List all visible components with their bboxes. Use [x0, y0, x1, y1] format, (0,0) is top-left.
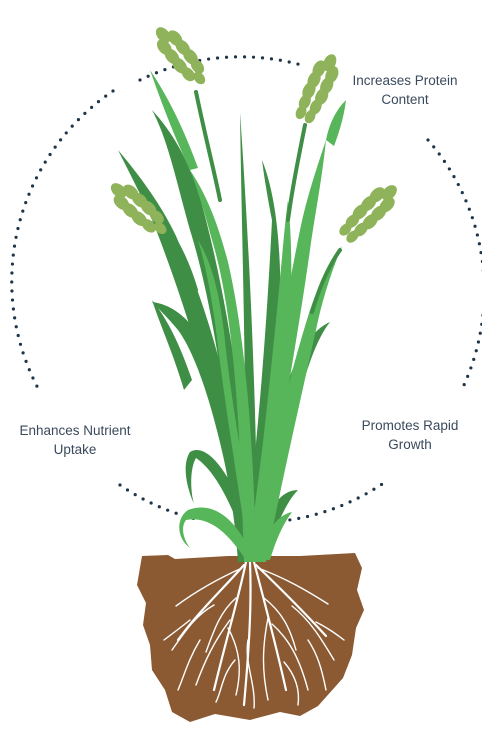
label-promotes-growth: Promotes Rapid Growth — [340, 416, 480, 454]
dotted-arc-left — [12, 91, 113, 392]
dotted-arc-top — [140, 57, 305, 80]
grain-head-top-left — [148, 20, 214, 92]
label-growth-line2: Growth — [340, 435, 480, 454]
label-enhances-nutrient: Enhances Nutrient Uptake — [2, 421, 148, 459]
label-protein-line2: Content — [330, 90, 480, 109]
label-increases-protein: Increases Protein Content — [330, 71, 480, 109]
label-nutrient-line1: Enhances Nutrient — [2, 421, 148, 440]
grain-head-right — [335, 177, 405, 247]
grain-heads — [103, 20, 404, 247]
label-protein-line1: Increases Protein — [330, 71, 480, 90]
label-growth-line1: Promotes Rapid — [340, 416, 480, 435]
dotted-arc-right — [428, 140, 482, 385]
label-nutrient-line2: Uptake — [2, 440, 148, 459]
